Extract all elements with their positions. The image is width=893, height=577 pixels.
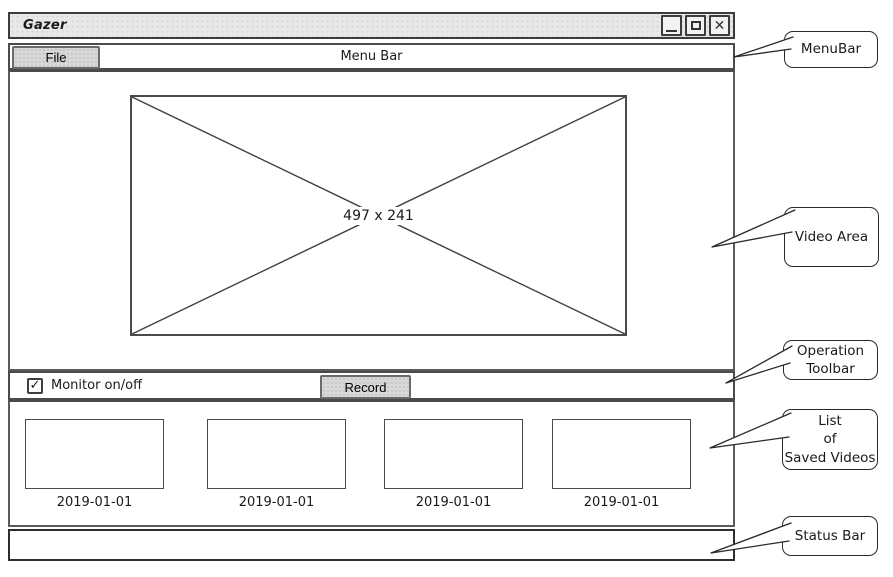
callout-line: Operation [796, 342, 865, 359]
video-date-label: 2019-01-01 [415, 495, 492, 510]
window-controls: ✕ [661, 15, 730, 36]
operation-toolbar: ✓ Monitor on/off Record [8, 371, 735, 400]
list-item: 2019-01-01 [207, 419, 346, 510]
monitor-toggle-group: ✓ Monitor on/off [27, 373, 142, 398]
callout-video-area-label: Video Area [794, 228, 869, 245]
file-menu-button[interactable]: File [12, 46, 100, 69]
maximize-button[interactable] [685, 15, 706, 36]
saved-videos-list: 2019-01-01 2019-01-01 2019-01-01 2019-01… [8, 400, 735, 527]
placeholder-dimensions-label: 497 x 241 [338, 206, 419, 225]
close-icon: ✕ [713, 17, 726, 34]
video-thumbnail[interactable] [552, 419, 691, 489]
monitor-checkbox[interactable]: ✓ [27, 377, 43, 394]
callout-video-area: Video Area [784, 207, 879, 267]
callout-menubar-label: MenuBar [800, 41, 862, 58]
callout-line: of [823, 431, 837, 448]
video-thumbnail[interactable] [384, 419, 523, 489]
video-thumbnail[interactable] [207, 419, 346, 489]
menu-bar-label: Menu Bar [340, 49, 403, 64]
menu-bar: Menu Bar File [8, 43, 735, 70]
callout-line: Saved Videos [784, 449, 876, 466]
callout-saved-videos-list: List of Saved Videos [782, 409, 878, 470]
list-item: 2019-01-01 [552, 419, 691, 510]
callout-operation-toolbar: Operation Toolbar [783, 340, 878, 380]
window-titlebar: Gazer ✕ [8, 12, 735, 39]
callout-line: List [818, 413, 842, 430]
list-item: 2019-01-01 [25, 419, 164, 510]
close-button[interactable]: ✕ [709, 15, 730, 36]
minimize-button[interactable] [661, 15, 682, 36]
monitor-checkbox-label: Monitor on/off [51, 378, 143, 393]
maximize-icon [690, 21, 701, 30]
video-image-placeholder: 497 x 241 [130, 95, 627, 336]
callout-status-bar: Status Bar [782, 516, 878, 556]
window-title: Gazer [23, 18, 67, 33]
record-button[interactable]: Record [320, 375, 411, 399]
callout-status-bar-label: Status Bar [794, 527, 866, 544]
video-date-label: 2019-01-01 [583, 495, 660, 510]
video-thumbnail[interactable] [25, 419, 164, 489]
callout-menubar: MenuBar [784, 31, 878, 68]
status-bar [8, 529, 735, 561]
list-item: 2019-01-01 [384, 419, 523, 510]
video-date-label: 2019-01-01 [238, 495, 315, 510]
video-date-label: 2019-01-01 [56, 495, 133, 510]
minimize-icon [666, 30, 677, 32]
checkbox-check-icon: ✓ [29, 378, 41, 393]
callout-line: Toolbar [806, 361, 855, 377]
